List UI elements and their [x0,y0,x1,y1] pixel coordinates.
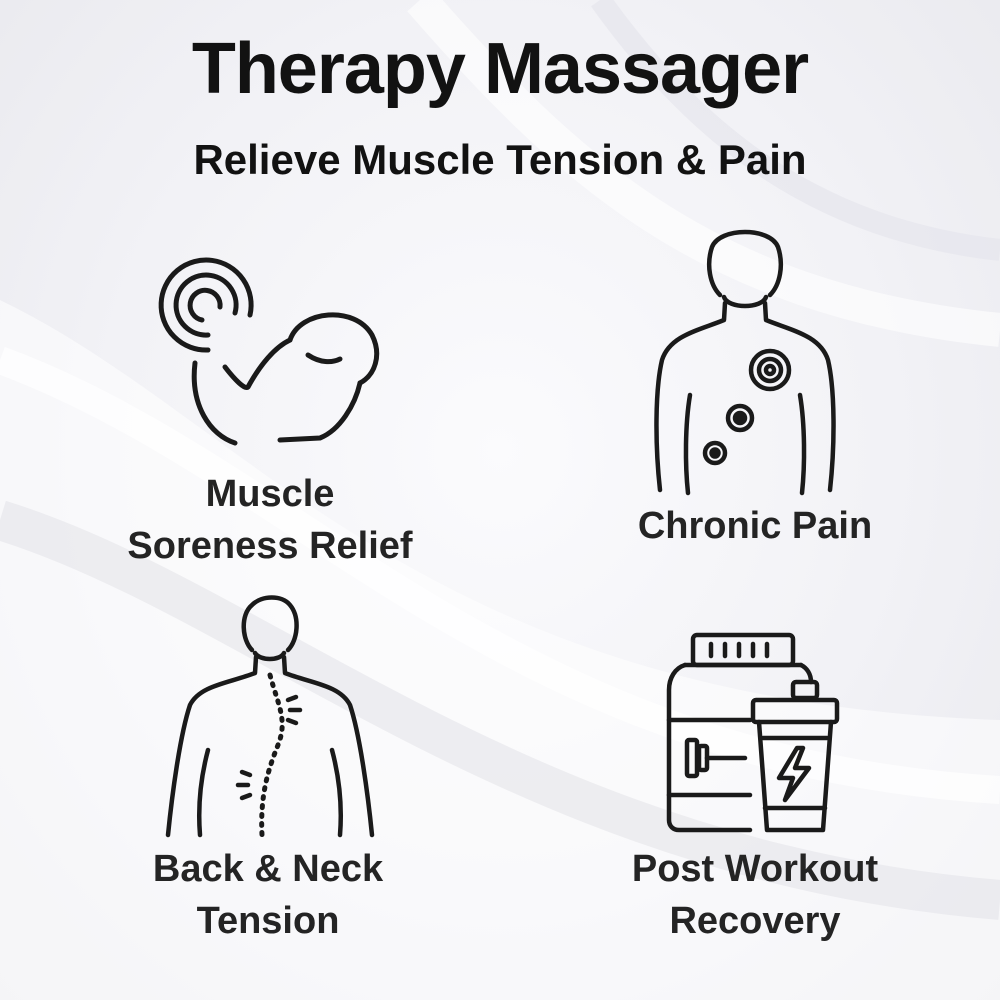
flexed-arm-target-icon [150,255,390,455]
page-subtitle: Relieve Muscle Tension & Pain [193,136,807,183]
feature-label-line2: Tension [196,900,340,942]
feature-label-line2: Soreness Relief [127,525,413,567]
feature-label-muscle-soreness: Muscle Soreness Relief [60,468,480,572]
feature-label-line1: Chronic Pain [637,505,873,547]
feature-label-line1: Back & Neck [152,848,384,890]
feature-label-line1: Post Workout [631,848,879,890]
feature-label-line2: Recovery [669,900,841,942]
page-title: Therapy Massager [191,29,809,109]
feature-label-back-neck: Back & Neck Tension [58,843,478,947]
feature-label-line1: Muscle [205,473,335,515]
supplement-jar-shaker-icon [655,630,850,835]
back-spine-icon [160,595,380,840]
feature-label-post-workout: Post Workout Recovery [545,843,965,947]
feature-label-chronic-pain: Chronic Pain [545,500,965,552]
torso-pain-points-icon [640,225,850,500]
